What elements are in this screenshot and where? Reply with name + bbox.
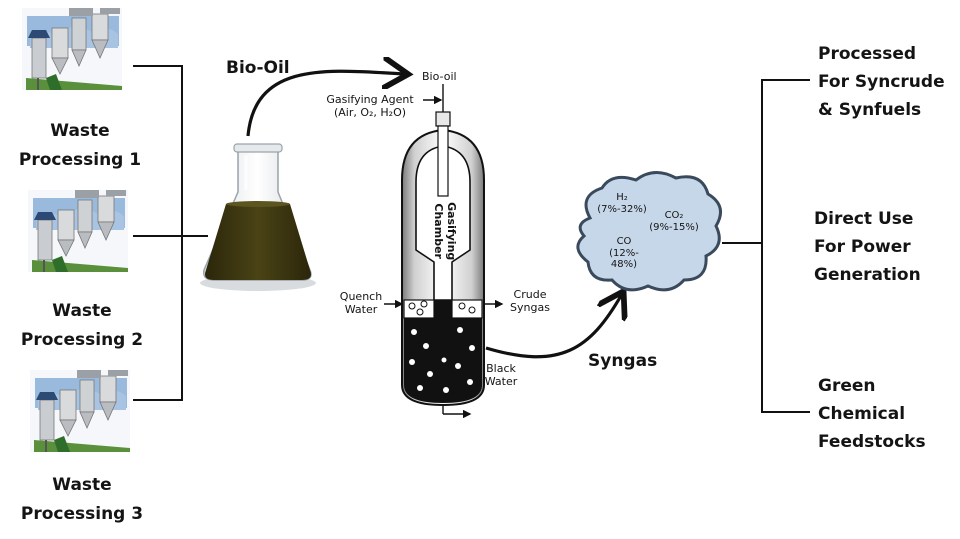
bio-oil-label: Bio-Oil [226, 58, 290, 78]
gasifying-agent-label: Gasifying Agent (Air, O₂, H₂O) [318, 93, 422, 119]
output-3-line2: Chemical [818, 404, 906, 424]
waste-plant-2-illustration [27, 189, 129, 273]
waste-2-line2: Processing 2 [20, 330, 144, 350]
waste-2-line1: Waste [52, 301, 112, 321]
co-name: CO [616, 236, 632, 247]
black-water-label: Black Water [476, 362, 526, 388]
waste-3-line2: Processing 3 [20, 504, 144, 524]
syngas-arrow [485, 294, 622, 359]
crude-line1: Crude [513, 288, 547, 301]
quench-water-label: Quench Water [336, 290, 386, 316]
co-range-line2: 48%) [610, 259, 638, 270]
output-chemical-label: Green Chemical Feedstocks [818, 372, 926, 456]
waste-plant-1-illustration [21, 7, 123, 91]
output-1-line2: For Syncrude [818, 72, 945, 92]
output-3-line1: Green [818, 376, 876, 396]
chamber-line1: Gasifying [445, 202, 459, 261]
bio-oil-flask-illustration [200, 143, 316, 291]
bio-oil-input-label: Bio-oil [422, 70, 457, 83]
gasifying-chamber-label: Gasifying Chamber [432, 176, 458, 286]
waste-processing-2-label: Waste Processing 2 [0, 297, 172, 355]
output-1-line1: Processed [818, 44, 917, 64]
co2-name: CO₂ [664, 210, 684, 221]
crude-syngas-label: Crude Syngas [504, 288, 556, 314]
output-power-label: Direct Use For Power Generation [814, 205, 921, 289]
waste-processing-3-label: Waste Processing 3 [0, 471, 172, 529]
h2-range: (7%-32%) [597, 203, 647, 215]
syngas-cloud [576, 171, 722, 292]
outputs-bracket [761, 79, 810, 413]
waste-3-line1: Waste [52, 475, 112, 495]
co-composition: CO (12%- 48%) [598, 236, 650, 271]
output-2-line1: Direct Use [814, 209, 914, 229]
output-3-line3: Feedstocks [818, 432, 926, 452]
waste-plant-3-illustration [29, 369, 131, 453]
waste-bracket [133, 65, 183, 401]
h2-name: H₂ [616, 192, 628, 203]
co2-composition: CO₂ (9%-15%) [642, 210, 706, 233]
black-line1: Black [486, 362, 516, 375]
output-2-line3: Generation [814, 265, 921, 285]
waste-1-line2: Processing 1 [18, 150, 142, 170]
output-1-line3: & Synfuels [818, 100, 922, 120]
syngas-label: Syngas [588, 351, 658, 371]
bio-oil-arrow [246, 71, 405, 137]
chamber-line2: Chamber [432, 203, 445, 259]
h2-composition: H₂ (7%-32%) [590, 192, 654, 215]
black-line2: Water [484, 375, 518, 389]
co-range-line1: (12%- [609, 247, 639, 259]
output-2-line2: For Power [814, 237, 911, 257]
quench-line1: Quench [339, 290, 383, 303]
output-syncrude-label: Processed For Syncrude & Synfuels [818, 40, 945, 124]
waste-1-line1: Waste [50, 121, 110, 141]
quench-line2: Water [344, 303, 378, 317]
gasifying-agent-line2: (Air, O₂, H₂O) [333, 106, 407, 120]
crude-line2: Syngas [510, 301, 550, 315]
gasifier-vessel-illustration [384, 84, 504, 419]
co2-range: (9%-15%) [649, 221, 699, 233]
gasifying-agent-line1: Gasifying Agent [326, 93, 414, 106]
waste-processing-1-label: Waste Processing 1 [0, 117, 170, 175]
